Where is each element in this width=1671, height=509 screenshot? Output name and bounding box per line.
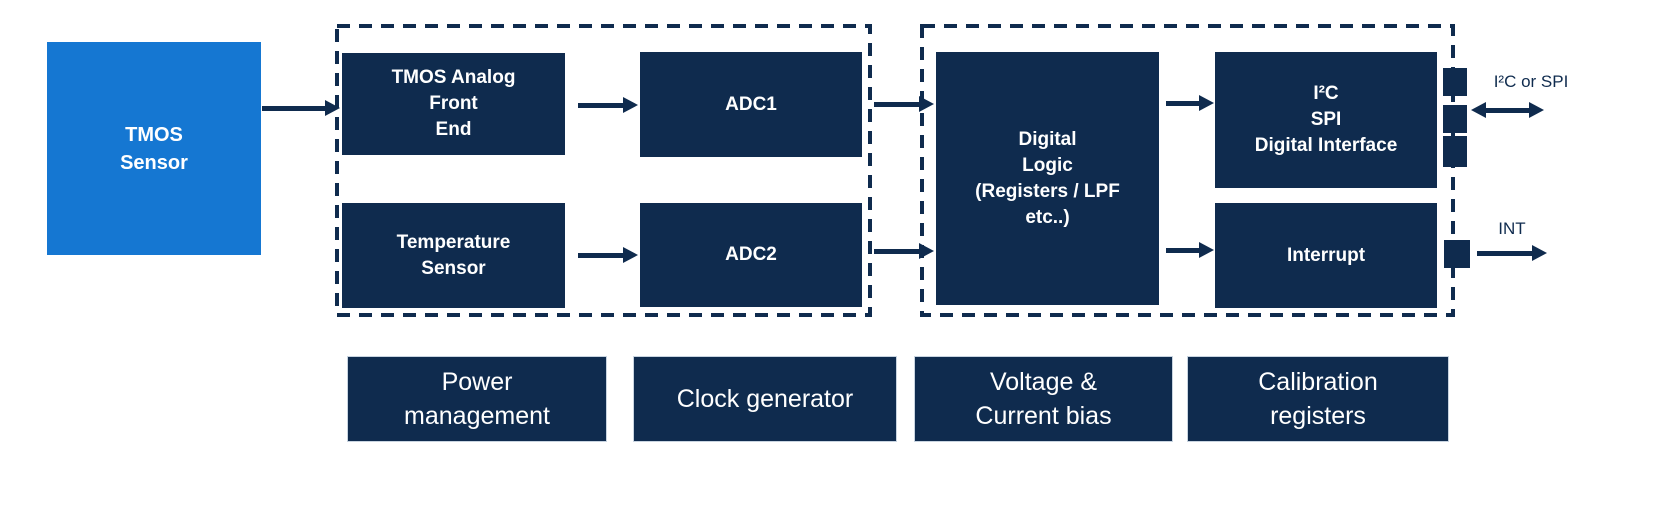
digital-logic-label-line: Logic	[1022, 154, 1073, 176]
i2c-spi-pad	[1443, 105, 1467, 133]
arrow-head-icon	[1199, 95, 1214, 111]
arrow-i2c-spi-bidirectional	[1471, 102, 1544, 118]
arrow-afe-to-adc1	[578, 97, 638, 113]
interrupt-label: Interrupt	[1286, 244, 1366, 266]
tmos-sensor-label: Sensor	[120, 151, 188, 174]
temperature-sensor-block: Temperature Sensor	[342, 203, 565, 308]
interrupt-block: Interrupt	[1215, 203, 1437, 308]
int-label: INT	[1498, 219, 1526, 238]
i2c-or-spi-label: I²C or SPI	[1493, 72, 1569, 91]
tmos-sensor-block: TMOS Sensor	[47, 42, 261, 255]
arrow-head-icon	[623, 247, 638, 263]
digital-logic-label-line: etc..)	[1025, 206, 1070, 228]
arrow-shaft	[578, 102, 623, 108]
arrow-head-icon	[919, 96, 934, 112]
arrow-head-icon	[325, 100, 340, 116]
analog-group-dashed-border	[335, 24, 872, 317]
adc1-block: ADC1	[640, 52, 862, 157]
adc1-label: ADC1	[725, 93, 777, 115]
arrow-head-icon	[623, 97, 638, 113]
arrow-int-output	[1477, 245, 1547, 261]
arrow-adc1-to-digital-logic	[874, 96, 934, 112]
arrow-shaft	[1477, 250, 1532, 256]
digital-logic-label-line: (Registers / LPF	[975, 180, 1120, 202]
i2c-spi-pad	[1443, 136, 1467, 167]
arrow-head-icon	[1532, 245, 1547, 261]
bias-label-line: Current bias	[975, 402, 1112, 430]
i2c-spi-pad	[1443, 68, 1467, 96]
arrow-shaft	[1166, 100, 1199, 106]
int-pad	[1444, 240, 1470, 268]
afe-label-line: End	[435, 119, 472, 140]
clock-generator-label: Clock generator	[676, 385, 854, 413]
temperature-label-line: Sensor	[421, 257, 486, 279]
calibration-registers-block: Calibration registers	[1187, 356, 1449, 442]
adc2-label: ADC2	[725, 244, 777, 265]
arrow-head-icon	[1199, 242, 1214, 258]
digital-logic-label-line: Digital	[1018, 128, 1077, 150]
power-label-line: Power	[441, 368, 513, 396]
temperature-label-line: Temperature	[396, 231, 511, 253]
arrow-digital-logic-to-interrupt	[1166, 242, 1214, 258]
interface-label-line: I²C	[1313, 83, 1339, 104]
adc2-block: ADC2	[640, 203, 862, 307]
digital-group-dashed-border	[920, 24, 1455, 317]
tmos-analog-front-end-block: TMOS Analog Front End	[342, 53, 565, 155]
arrow-shaft	[874, 101, 919, 107]
afe-label-line: TMOS Analog	[391, 67, 516, 88]
voltage-current-bias-block: Voltage & Current bias	[914, 356, 1173, 442]
calibration-label-line: Calibration	[1258, 368, 1378, 396]
arrow-sensor-to-afe	[262, 100, 340, 116]
clock-generator-block: Clock generator	[633, 356, 897, 442]
arrow-adc2-to-digital-logic	[874, 243, 934, 259]
interface-label-line: SPI	[1310, 109, 1342, 130]
bias-label-line: Voltage &	[989, 368, 1098, 396]
arrow-shaft	[1486, 107, 1529, 113]
digital-logic-block: Digital Logic (Registers / LPF etc..)	[936, 52, 1159, 305]
interface-label-line: Digital Interface	[1254, 135, 1398, 156]
arrow-shaft	[578, 252, 623, 258]
arrow-digital-logic-to-interface	[1166, 95, 1214, 111]
power-management-block: Power management	[347, 356, 607, 442]
arrow-head-icon	[1471, 102, 1486, 118]
calibration-label-line: registers	[1270, 402, 1366, 430]
arrow-shaft	[1166, 247, 1199, 253]
power-label-line: management	[404, 402, 550, 430]
i2c-spi-digital-interface-block: I²C SPI Digital Interface	[1215, 52, 1437, 188]
tmos-sensor-label: TMOS	[125, 123, 183, 146]
afe-label-line: Front	[429, 93, 478, 114]
arrow-head-icon	[1529, 102, 1544, 118]
arrow-shaft	[262, 105, 325, 111]
arrow-shaft	[874, 248, 919, 254]
arrow-temp-to-adc2	[578, 247, 638, 263]
arrow-head-icon	[919, 243, 934, 259]
